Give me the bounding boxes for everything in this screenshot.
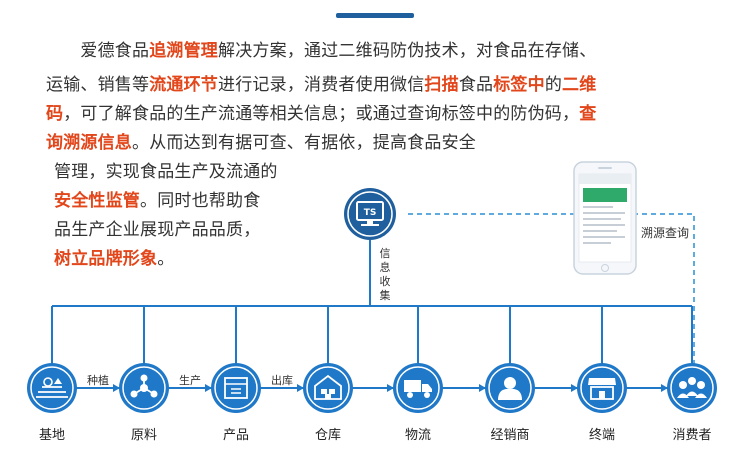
store-icon: [577, 363, 627, 413]
highlight-text: 询溯源信息: [46, 133, 132, 153]
node-flow-lines: [76, 384, 668, 392]
intro-line-1: 爱德食品追溯管理解决方案，通过二维码防伪技术，对食品在存储、: [46, 38, 596, 65]
highlight-text: 查: [579, 104, 597, 124]
highlight-text: 二维: [562, 75, 597, 95]
intro-line-4: 询溯源信息。从而达到有据可查、有据依，提高食品安全: [46, 130, 476, 157]
node-label-7: 消费者: [672, 428, 712, 443]
node-drop-lines: [51, 306, 693, 364]
flow-label-2: 出库: [271, 374, 293, 387]
body-text: 运输、销售等: [46, 75, 150, 95]
node-label-1: 原料: [130, 428, 157, 443]
flow-arrowhead-0: [113, 384, 120, 392]
highlight-text: 安全性监管: [54, 191, 140, 211]
highlight-text: 流通环节: [149, 75, 219, 95]
body-text: 。同时也帮助食: [140, 191, 261, 211]
body-text: 的: [544, 75, 563, 95]
node-label-6: 终端: [588, 428, 615, 443]
body-text: ，可了解食品的生产流通等相关信息；或通过查询标签中的防伪码，: [63, 104, 580, 124]
body-text: 。: [157, 249, 175, 269]
flow-label-0: 种植: [87, 374, 109, 387]
highlight-text: 扫描: [424, 75, 459, 95]
box-icon: [211, 363, 261, 413]
intro-line-7: 品生产企业展现产品品质，: [54, 217, 260, 244]
dealer-icon: [485, 363, 535, 413]
flow-arrowhead-6: [661, 384, 668, 392]
body-text: 。从而达到有据可查、有据依，提高食品安全: [132, 133, 476, 153]
server-text: TS: [364, 208, 377, 218]
highlight-text: 标签中: [493, 75, 545, 95]
dashed-connector: [408, 213, 695, 372]
flow-arrowhead-4: [479, 384, 486, 392]
ts-server-icon: TS: [344, 188, 396, 240]
node-label-3: 仓库: [314, 428, 341, 443]
farm-icon: [27, 363, 77, 413]
node-label-0: 基地: [38, 428, 65, 443]
info-collect-label: 信息收集: [379, 247, 391, 302]
flow-label-1: 生产: [179, 374, 201, 387]
trace-query-label: 溯源查询: [641, 226, 690, 240]
body-text: 解决方案，通过二维码防伪技术，对食品在存储、: [218, 41, 597, 61]
truck-icon: [393, 363, 443, 413]
intro-line-6: 安全性监管。同时也帮助食: [54, 188, 260, 215]
flow-arrowhead-5: [571, 384, 578, 392]
consumers-icon: [667, 363, 717, 413]
flow-arrowhead-2: [297, 384, 304, 392]
molecule-icon: [119, 363, 169, 413]
body-text: 爱德食品: [46, 41, 150, 61]
phone-icon: [573, 161, 637, 275]
highlight-text: 码: [46, 104, 64, 124]
intro-line-5: 管理，实现食品生产及流通的: [54, 159, 278, 186]
node-label-2: 产品: [222, 428, 249, 443]
body-text: 食品: [458, 75, 494, 95]
node-label-5: 经销商: [490, 428, 530, 443]
body-text: 进行记录，消费者使用微信: [218, 75, 425, 95]
intro-line-3: 码，可了解食品的生产流通等相关信息；或通过查询标签中的防伪码，查: [46, 101, 596, 128]
flow-arrowhead-3: [387, 384, 394, 392]
warehouse-icon: [303, 363, 353, 413]
header-accent-bar: [336, 13, 414, 18]
highlight-text: 追溯管理: [149, 41, 219, 61]
body-text: 品生产企业展现产品品质，: [54, 220, 261, 240]
intro-line-2: 运输、销售等流通环节进行记录，消费者使用微信扫描食品标签中的二维: [46, 72, 596, 99]
flow-arrowhead-1: [205, 384, 212, 392]
intro-line-8: 树立品牌形象。: [54, 246, 174, 273]
node-label-4: 物流: [404, 428, 431, 443]
body-text: 管理，实现食品生产及流通的: [54, 162, 278, 182]
highlight-text: 树立品牌形象: [54, 249, 158, 269]
